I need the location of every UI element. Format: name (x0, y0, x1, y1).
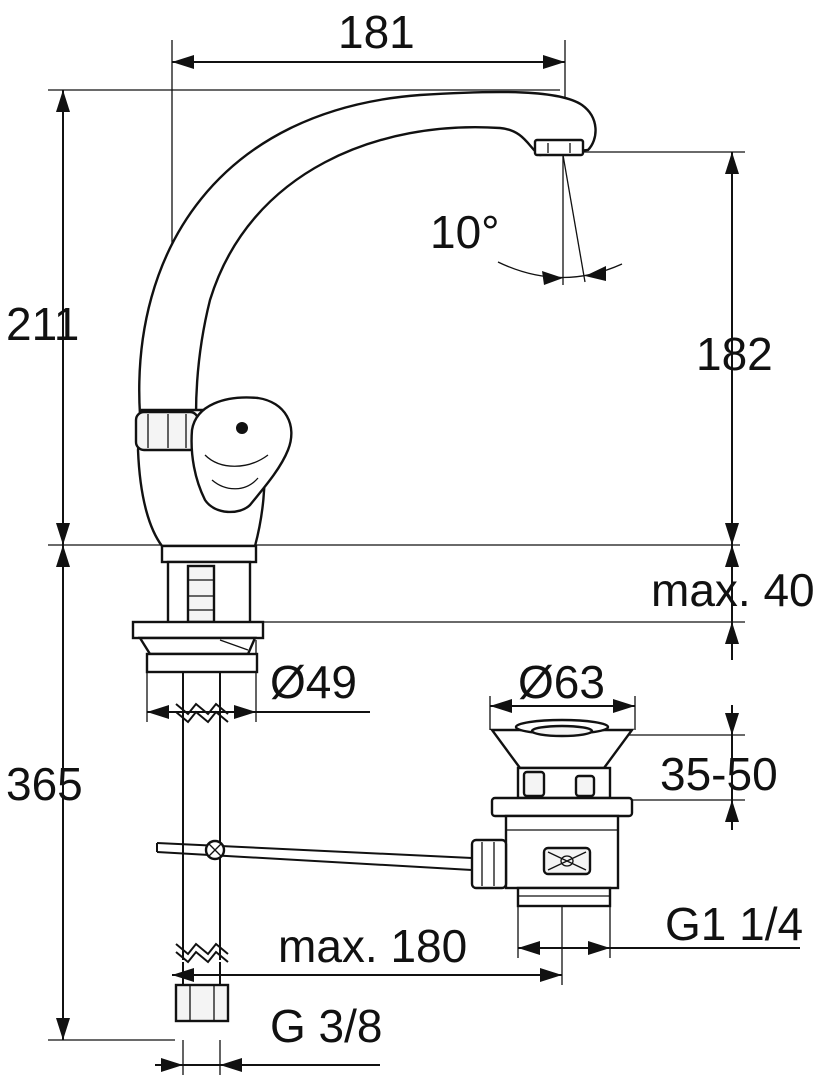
waste-nut (490, 796, 634, 818)
dim-text-waste-diameter: Ø63 (518, 656, 605, 708)
dim-supply-thread: G 3/8 (155, 1000, 383, 1075)
dim-outlet-height: 182 (565, 151, 773, 545)
dim-waste-thread: G1 1/4 (517, 880, 803, 958)
handle-indicator-dot (236, 422, 248, 434)
dim-text-base-diameter: Ø49 (270, 656, 357, 708)
waste-valve (470, 718, 635, 908)
tap-spout (138, 90, 597, 417)
dim-text-total-height: 211 (6, 298, 79, 350)
aerator (533, 138, 585, 157)
dim-waste-depth: 35-50 (610, 705, 778, 830)
dim-text-outlet-height: 182 (696, 328, 773, 380)
popup-rod (156, 839, 473, 871)
dim-spout-reach: 181 (171, 6, 566, 560)
dim-text-supply-length: 365 (6, 758, 83, 810)
dim-text-waste-depth: 35-50 (660, 748, 778, 800)
dim-rod-length: max. 180 (172, 890, 563, 985)
dim-text-rod-length: max. 180 (278, 920, 467, 972)
dim-base-diameter: Ø49 (146, 640, 370, 722)
mounting-shank (131, 544, 265, 674)
dim-text-waste-thread: G1 1/4 (665, 898, 803, 950)
dim-total-height: 211 (6, 89, 740, 546)
dim-waste-diameter: Ø63 (489, 656, 636, 730)
supply-hex-nut (174, 983, 230, 1023)
dim-spout-angle: 10° (430, 154, 623, 285)
dim-text-spout-reach: 181 (338, 6, 415, 58)
dim-text-mounting-thickness: max. 40 (651, 564, 815, 616)
tap-handle (190, 396, 293, 514)
dim-text-spout-angle: 10° (430, 206, 500, 258)
dim-supply-length: 365 (6, 545, 175, 1041)
body-nut (134, 410, 200, 452)
rod-connector (470, 838, 508, 890)
clamp-plate (131, 620, 265, 640)
supply-pipe (174, 672, 230, 1023)
dim-text-supply-thread: G 3/8 (270, 1000, 383, 1052)
dim-mounting-thickness: max. 40 (255, 545, 815, 660)
